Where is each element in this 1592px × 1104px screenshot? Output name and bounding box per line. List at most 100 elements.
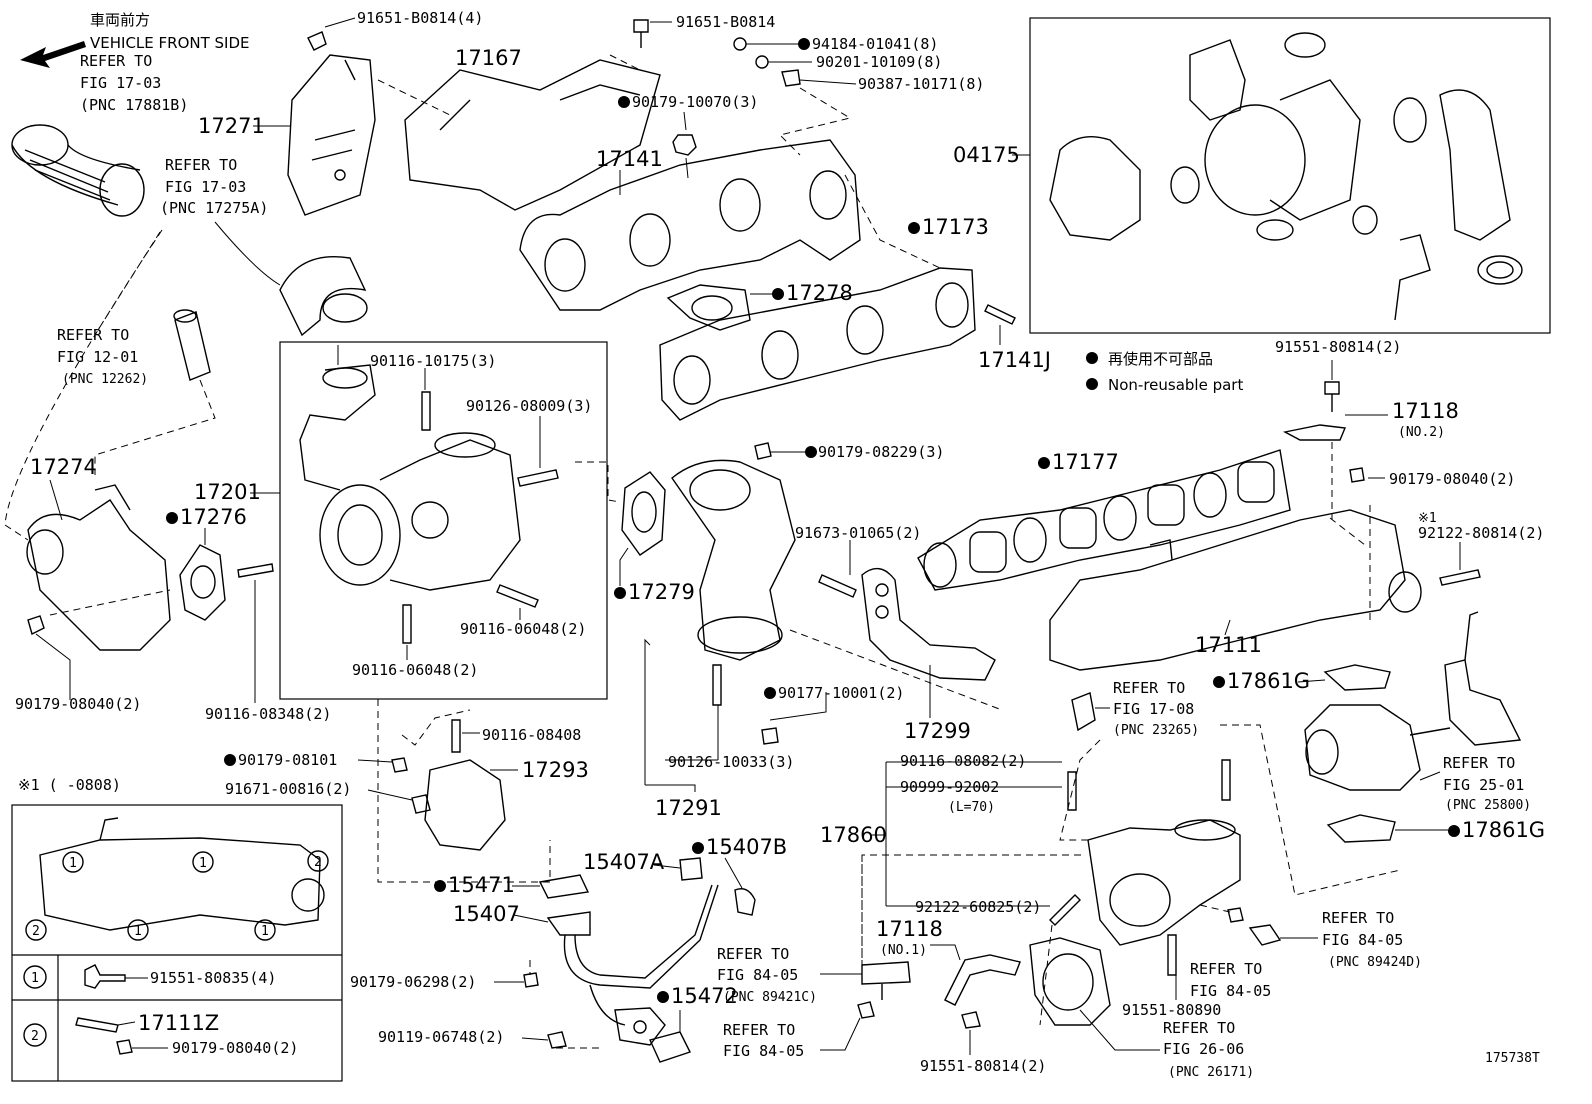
filled-circle-icon (798, 38, 810, 50)
stud-icon (517, 469, 559, 487)
label-17274: 17274 (30, 455, 97, 479)
bracket-17293 (424, 759, 506, 851)
filled-circle-icon (614, 587, 626, 599)
label-90179-10070-3: 90179-10070(3) (632, 93, 758, 111)
stud-icon (237, 563, 274, 578)
ref-line: (PNC 12262) (62, 372, 148, 387)
label-90126-08009-3: 90126-08009(3) (466, 397, 592, 415)
bolt-icon (307, 31, 327, 51)
stud-icon (1167, 934, 1177, 976)
inset-row2-part-b: 90179-08040(2) (172, 1039, 298, 1057)
label-90387-10171-8: 90387-10171(8) (858, 75, 984, 93)
hose-clamp-icon (734, 888, 756, 916)
label-91651-b0814: 91651-B0814 (676, 13, 775, 31)
label-90179-06298-2: 90179-06298(2) (350, 973, 476, 991)
label-90126-10033-3: 90126-10033(3) (668, 753, 794, 771)
ref-line: FIG 12-01 (57, 348, 138, 366)
vsv-icon (1071, 692, 1096, 732)
filled-circle-icon (1038, 457, 1050, 469)
ref-line: FIG 17-03 (165, 178, 246, 196)
label-90999-92002: 90999-92002 (900, 778, 999, 796)
reference-17881b: REFER TO FIG 17-03 (PNC 17881B) (80, 52, 188, 114)
label-15407b: 15407B (706, 835, 787, 859)
bracket-17299 (861, 567, 996, 681)
label-90179-08229-3: 90179-08229(3) (818, 443, 944, 461)
nut-icon (1227, 907, 1244, 923)
label-91651-b0814-4: 91651-B0814(4) (357, 9, 483, 27)
ref-26-06-line1: REFER TO (1163, 1019, 1235, 1037)
label-17167: 17167 (455, 46, 522, 70)
label-91551-80814-2-bottom: 91551-80814(2) (920, 1057, 1046, 1075)
bolt-icon (1324, 381, 1340, 412)
bolt-icon (547, 1031, 567, 1049)
label-note-x1: ※1 (1418, 511, 1437, 526)
filled-circle-icon (764, 687, 776, 699)
label-90116-06048-2-right: 90116-06048(2) (460, 620, 586, 638)
label-91551-80814-2-top: 91551-80814(2) (1275, 338, 1401, 356)
stud-icon (75, 1017, 119, 1033)
filled-circle-icon (1086, 352, 1098, 364)
label-17861g-lower: 17861G (1462, 818, 1545, 842)
heat-insulator-17167 (404, 59, 661, 211)
gasket-26171 (1029, 937, 1111, 1026)
filled-circle-icon (1213, 676, 1225, 688)
intake-manifold-17111 (1049, 509, 1422, 671)
egr-valve-body-17860 (1087, 819, 1241, 946)
filled-circle-icon (1448, 825, 1460, 837)
ref-line: REFER TO (165, 156, 237, 174)
label-17173: 17173 (922, 215, 989, 239)
washer-icon (755, 55, 769, 69)
inset-callout-2: 2 2 (25, 850, 329, 941)
ref-84-05-b-line2: FIG 84-05 (723, 1042, 804, 1060)
ref-89424d-line2: FIG 84-05 (1322, 931, 1403, 949)
ref-17-08-line1: REFER TO (1113, 679, 1185, 697)
stud-icon (451, 719, 461, 753)
ref-line: (PNC 17275A) (160, 199, 268, 217)
label-17111: 17111 (1195, 633, 1262, 657)
label-17291: 17291 (655, 796, 722, 820)
bracket-17118-no1 (944, 954, 1021, 1006)
label-94184-01041-8: 94184-01041(8) (812, 35, 938, 53)
turbocharger-kit-04175 (1049, 32, 1523, 321)
row-index: 2 (31, 1029, 39, 1044)
filled-circle-icon (805, 446, 817, 458)
ref-line: REFER TO (80, 52, 152, 70)
stud-icon (402, 604, 412, 644)
stud-icon (421, 391, 431, 431)
bolt-icon (411, 794, 431, 814)
inset-table: 1 1 1 1 2 2 1 2 91551-80835(4) 17111Z 90… (11, 804, 343, 1082)
ref-89424d-line1: REFER TO (1322, 909, 1394, 927)
stud-icon (496, 584, 539, 608)
label-17861g-upper: 17861G (1227, 669, 1310, 693)
label-17299: 17299 (904, 719, 971, 743)
inset-row1-part: 91551-80835(4) (150, 969, 276, 987)
label-17278: 17278 (786, 281, 853, 305)
label-17177: 17177 (1052, 450, 1119, 474)
nut-icon (27, 615, 45, 636)
label-90116-08082-2: 90116-08082(2) (900, 752, 1026, 770)
vehicle-front-indicator: 車両前方 VEHICLE FRONT SIDE (20, 11, 250, 68)
water-pipe-15407 (546, 884, 719, 1046)
label-90116-08408: 90116-08408 (482, 726, 581, 744)
left-arrow-icon (20, 41, 86, 68)
label-15407a: 15407A (583, 850, 665, 874)
gasket-15472 (649, 1031, 691, 1063)
ref-17-08-line3: (PNC 23265) (1113, 723, 1199, 738)
filled-circle-icon (772, 288, 784, 300)
heat-insulator-17271 (287, 54, 376, 216)
label-17276: 17276 (180, 505, 247, 529)
gasket-17173 (659, 267, 976, 421)
bolt-icon (84, 964, 126, 989)
bolt-icon (633, 19, 649, 48)
filled-circle-icon (434, 880, 446, 892)
stud-icon (1067, 771, 1077, 811)
legend-en: Non-reusable part (1108, 376, 1243, 394)
label-17118-no1: 17118 (876, 917, 943, 941)
collar-icon (781, 69, 801, 87)
bolt-icon (857, 1001, 875, 1019)
footnote: ※1 ( -0808) (18, 776, 121, 794)
ref-line: (PNC 17881B) (80, 96, 188, 114)
turbo-elbow-17274 (26, 484, 171, 651)
nut-icon (672, 134, 697, 156)
sensor-icon (1248, 924, 1282, 946)
